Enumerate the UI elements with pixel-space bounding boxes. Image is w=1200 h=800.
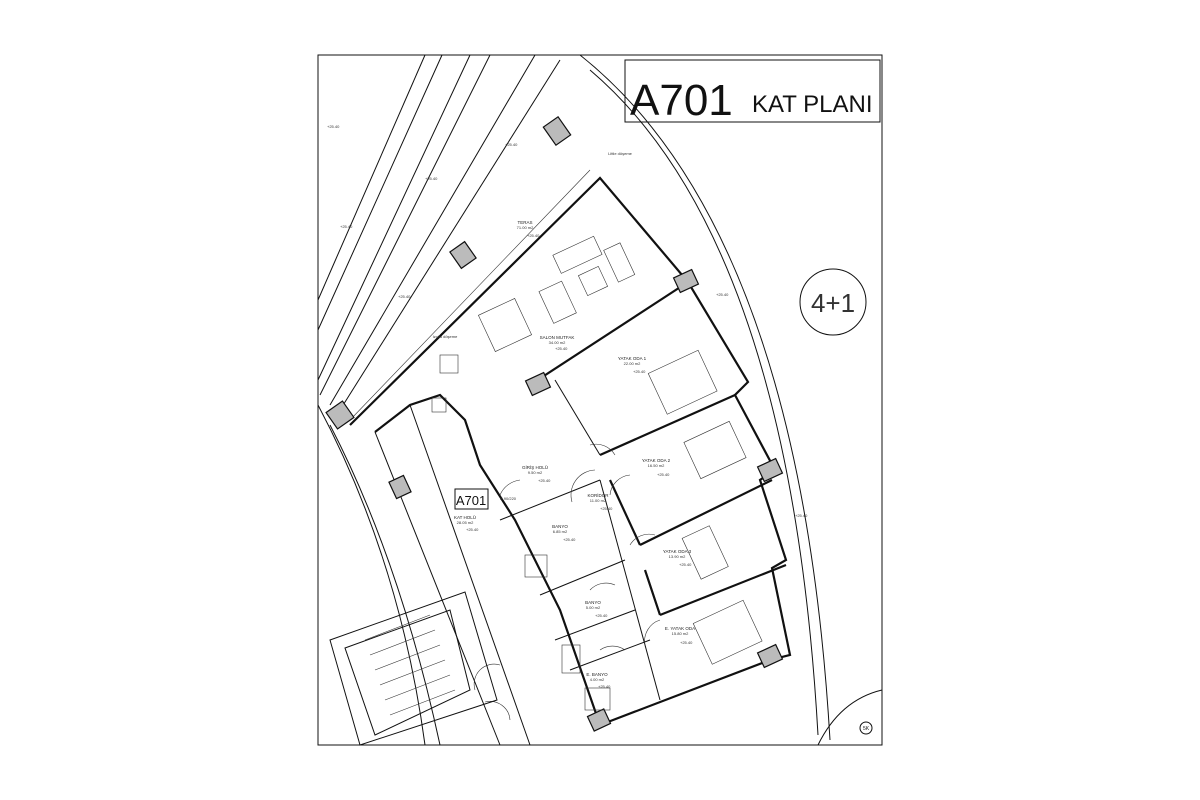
columns (325, 115, 784, 732)
elevation-label: +25.40 (505, 142, 518, 147)
elevation-label: +25.40 (555, 346, 568, 351)
corner-marker-label: 5K (863, 726, 870, 732)
room-name: BANYO (552, 524, 568, 529)
elevation-label: +25.40 (679, 562, 692, 567)
elevation-label: +25.40 (598, 684, 611, 689)
elevation-label: +25.40 (327, 124, 340, 129)
elevation-marks: +25.40 +25.40 +25.40 +25.40 +25.40 +25.4… (327, 124, 808, 689)
room-area: 13.90 m2 (669, 554, 686, 559)
elevation-label: +25.40 (595, 613, 608, 618)
elevation-label: +25.40 (680, 640, 693, 645)
room-name: YATAK ODA 1 (618, 356, 647, 361)
elevation-label: +25.40 (527, 233, 540, 238)
room-name: E. BANYO (586, 672, 608, 677)
title-box (624, 59, 881, 123)
elevation-label: +25.40 (425, 176, 438, 181)
door-tag: K 90/220 (500, 496, 517, 501)
site-boundary-arc (579, 54, 831, 741)
furniture (431, 235, 763, 711)
title-code: A701 (630, 76, 733, 125)
elevation-label: +25.40 (633, 369, 646, 374)
elevation-label: +25.40 (795, 513, 808, 518)
apartment-walls (349, 176, 792, 746)
room-area: 4.00 m2 (590, 677, 605, 682)
drawing-frame (317, 54, 883, 746)
elevation-label: +25.40 (538, 478, 551, 483)
room-area: 71.00 m2 (517, 225, 534, 230)
elevation-label: +25.40 (600, 506, 613, 511)
room-area: 16.50 m2 (648, 463, 665, 468)
unit-type-circle (799, 268, 867, 336)
note: Izolla döşeme (433, 334, 458, 339)
site-boundary-arc-left (317, 404, 426, 746)
elevation-label: +25.40 (466, 527, 479, 532)
elevation-label: +25.40 (398, 294, 411, 299)
room-name: YATAK ODA 3 (663, 549, 692, 554)
room-area: 6.85 m2 (553, 529, 568, 534)
unit-tag-box (454, 488, 489, 510)
room-area: 34.00 m2 (549, 340, 566, 345)
room-area: 5.00 m2 (586, 605, 601, 610)
room-labels: TERAS 71.00 m2 SALON MUTFAK 34.00 m2 YAT… (454, 220, 695, 682)
room-name: KORİDOR (587, 492, 609, 498)
room-name: KAT HOLÜ (454, 514, 476, 520)
room-name: GİRİŞ HOLÜ (522, 464, 548, 470)
title-text: KAT PLANI (752, 91, 873, 118)
room-name: E. YATAK ODA (665, 626, 695, 631)
room-area: 9.50 m2 (528, 470, 543, 475)
room-area: 28.05 m2 (457, 520, 474, 525)
unit-type-label: 4+1 (811, 288, 855, 318)
elevation-label: +25.40 (340, 224, 353, 229)
room-area: 22.00 m2 (624, 361, 641, 366)
room-area: 15.80 m2 (672, 631, 689, 636)
room-name: SALON MUTFAK (540, 335, 575, 340)
terrace-strips (317, 54, 591, 421)
corner-marker (859, 721, 873, 735)
door-swings (473, 443, 661, 721)
elevation-label: +25.40 (716, 292, 729, 297)
room-area: 11.00 m2 (590, 498, 607, 503)
staircase (329, 591, 498, 746)
room-name: YATAK ODA 2 (642, 458, 671, 463)
elevation-label: +25.40 (563, 537, 576, 542)
elevation-label: +25.40 (657, 472, 670, 477)
room-name: BANYO (585, 600, 601, 605)
unit-tag: A701 (456, 493, 486, 508)
room-name: TERAS (517, 220, 532, 225)
note: Little döşeme (608, 151, 633, 156)
